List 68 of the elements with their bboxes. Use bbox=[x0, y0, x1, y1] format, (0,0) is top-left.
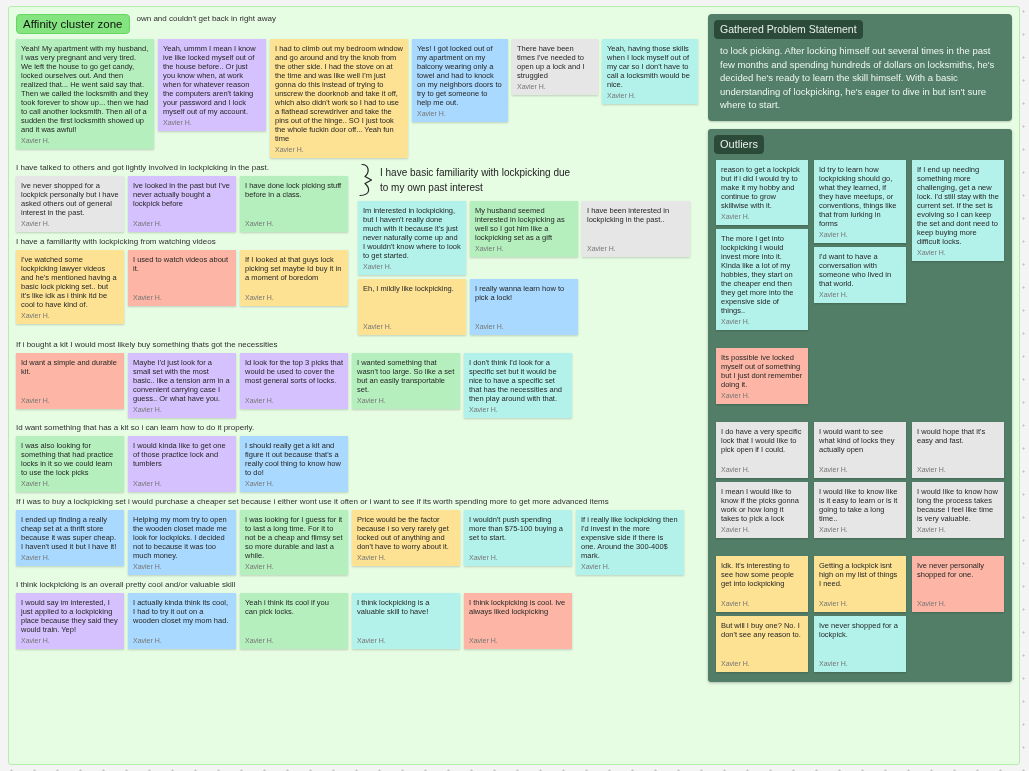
sticky-note bbox=[240, 250, 348, 306]
sticky-note bbox=[16, 436, 124, 492]
panel-title-tag: Outliers bbox=[714, 134, 764, 154]
sticky-note bbox=[814, 481, 906, 538]
sticky-note bbox=[240, 593, 348, 649]
sticky-note bbox=[716, 228, 808, 330]
cluster-heading: If i was to buy a lockpicking set i would purchase a cheaper set because i either wont use it often or i want to see if its worth spending more to get more advanced items bbox=[16, 497, 609, 507]
sticky-note bbox=[240, 510, 348, 575]
cluster-heading: I have a familiarity with lockpicking from watching videos bbox=[16, 237, 216, 247]
sticky-note bbox=[464, 353, 572, 418]
sticky-note bbox=[576, 510, 684, 575]
sticky-note bbox=[912, 421, 1004, 478]
sticky-note bbox=[716, 615, 808, 672]
sticky-note bbox=[814, 246, 906, 303]
sticky-note bbox=[128, 250, 236, 306]
sticky-note bbox=[814, 421, 906, 478]
sticky-note bbox=[270, 39, 408, 158]
annotation-text: I have basic familiarity with lockpicking due to my own past interest bbox=[380, 166, 572, 195]
sticky-note bbox=[470, 201, 578, 257]
sticky-note bbox=[716, 555, 808, 612]
sticky-note bbox=[16, 39, 154, 149]
sticky-note bbox=[470, 279, 578, 335]
cluster-heading: own and couldn't get back in right away bbox=[136, 14, 276, 24]
sticky-note bbox=[128, 593, 236, 649]
sticky-note bbox=[128, 353, 236, 418]
sticky-note bbox=[16, 353, 124, 409]
sticky-note bbox=[716, 421, 808, 478]
sticky-note bbox=[358, 279, 466, 335]
sticky-note bbox=[912, 481, 1004, 538]
sticky-note bbox=[358, 201, 466, 275]
sticky-note bbox=[512, 39, 598, 95]
sticky-note bbox=[602, 39, 698, 104]
sticky-note bbox=[240, 176, 348, 232]
sticky-note bbox=[814, 615, 906, 672]
sticky-note bbox=[464, 510, 572, 566]
sticky-note bbox=[464, 593, 572, 649]
cluster-frame bbox=[8, 6, 1020, 765]
sticky-note bbox=[128, 436, 236, 492]
frame-title-tag: Affinity cluster zone bbox=[16, 14, 130, 34]
sticky-note bbox=[814, 555, 906, 612]
sticky-note bbox=[412, 39, 508, 122]
sticky-note bbox=[240, 436, 348, 492]
outliers-panel bbox=[708, 128, 1012, 682]
sticky-note bbox=[352, 510, 460, 566]
sticky-note bbox=[912, 555, 1004, 612]
sticky-note bbox=[352, 353, 460, 409]
cluster-heading: I have talked to others and got lightly involved in lockpicking in the past. bbox=[16, 163, 270, 173]
sticky-note bbox=[240, 353, 348, 409]
problem-statement-panel bbox=[708, 14, 1012, 121]
sticky-note bbox=[912, 159, 1004, 261]
cluster-heading: I think lockpicking is an overall pretty cool and/or valuable skill bbox=[16, 580, 236, 590]
sticky-note bbox=[716, 347, 808, 404]
sticky-note bbox=[16, 176, 124, 232]
sticky-note bbox=[16, 250, 124, 324]
sticky-note bbox=[582, 201, 690, 257]
panel-title-tag: Gathered Problem Statement bbox=[714, 20, 863, 39]
cluster-heading: Id want something that has a kit so i can learn how to do it properly. bbox=[16, 423, 255, 433]
sticky-note bbox=[158, 39, 266, 131]
sticky-note bbox=[16, 593, 124, 649]
sticky-note bbox=[352, 593, 460, 649]
cluster-heading: If i bought a kit I would most likely buy something thats got the necessities bbox=[16, 340, 278, 350]
sticky-note bbox=[128, 510, 236, 575]
sticky-note bbox=[128, 176, 236, 232]
sticky-note bbox=[716, 159, 808, 225]
problem-statement-text: to lock picking. After locking himself out several times in the past few months and spending hundreds of dollars on locksmiths, he's decided he's ready to learn the skill himself. With a basic understanding of lockpicking, he's eager to dive in but isn't sure where to start. bbox=[720, 44, 996, 112]
sticky-note bbox=[716, 481, 808, 538]
sticky-note bbox=[814, 159, 906, 243]
sticky-note bbox=[16, 510, 124, 566]
